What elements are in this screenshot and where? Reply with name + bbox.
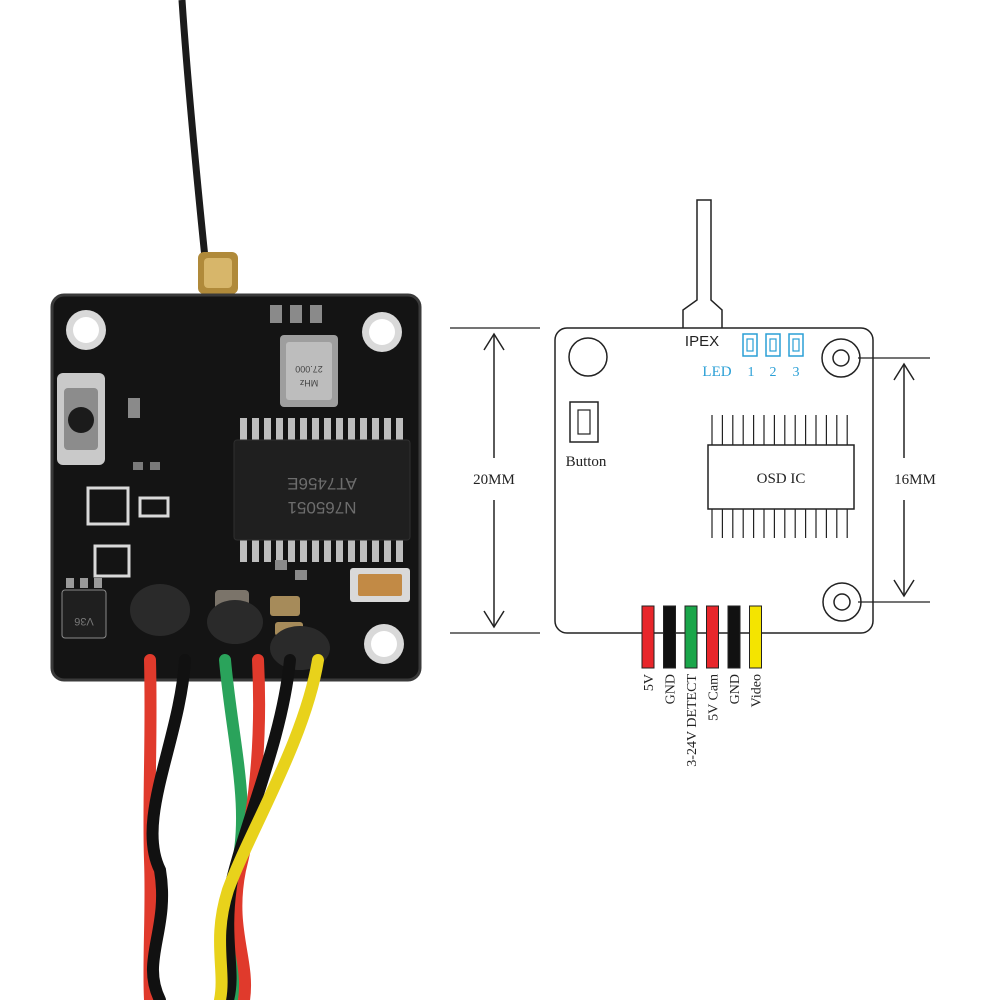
chip-marking-line1: AT7456E: [287, 474, 357, 493]
antenna-label: IPEX: [685, 333, 719, 350]
osd-chip-photo: AT7456E N765051: [233, 418, 411, 562]
hole-top-left: [568, 337, 608, 377]
regulator-marking: V36: [74, 615, 94, 627]
led-label: LED: [702, 364, 731, 380]
dimension-20mm-label: 20MM: [473, 472, 515, 488]
mounting-hole: [66, 310, 106, 350]
pcb-photo: 27.000 MHz AT7456E N765051: [50, 0, 422, 1000]
wire-label-2: GND: [664, 674, 679, 704]
hole-top-right: [821, 338, 861, 378]
push-button-photo: [57, 373, 105, 465]
crystal-marking-line1: 27.000: [295, 364, 323, 374]
dimension-20mm: [450, 327, 540, 634]
wire-3: 3-24V DETECT: [684, 605, 700, 767]
dimension-16mm-label: 16MM: [894, 472, 936, 488]
wire-5: GND: [727, 605, 743, 704]
wire-4: 5V Cam: [706, 605, 722, 721]
led-indicators: [742, 333, 804, 357]
wire-2: GND: [663, 605, 679, 704]
wire-6: Video: [749, 605, 765, 707]
crystal-marking-line2: MHz: [299, 378, 318, 388]
osd-ic-label: OSD IC: [757, 471, 806, 487]
wire-label-5: GND: [728, 674, 743, 704]
crystal-oscillator: 27.000 MHz: [280, 335, 338, 407]
osd-ic-drawing: [707, 415, 855, 538]
mounting-hole: [364, 624, 404, 664]
antenna-drawing: [682, 199, 723, 331]
wire-label-6: Video: [750, 674, 765, 707]
led-number-3: 3: [793, 365, 800, 380]
hole-bottom-right: [822, 582, 862, 622]
regulator-photo: V36: [61, 578, 107, 639]
wire-label-1: 5V: [642, 674, 657, 691]
antenna-wire: [178, 0, 209, 259]
led-number-2: 2: [770, 365, 777, 380]
wire-label-3: 3-24V DETECT: [685, 674, 700, 767]
led-photo: [128, 398, 140, 418]
wiring-diagram: IPEX LED 1 2 3 Button OSD IC: [450, 199, 936, 767]
button-drawing: [569, 401, 599, 443]
wire-label-4: 5V Cam: [707, 674, 722, 721]
chip-marking-line2: N765051: [287, 498, 356, 517]
button-label: Button: [566, 454, 607, 470]
wire-pinout: 5V GND 3-24V DETECT 5V Cam GND Video: [641, 605, 765, 767]
mounting-hole: [362, 312, 402, 352]
photo-wires: [143, 654, 324, 1000]
dimension-16mm: [858, 357, 930, 603]
wire-1: 5V: [641, 605, 657, 691]
led-number-1: 1: [748, 365, 755, 380]
